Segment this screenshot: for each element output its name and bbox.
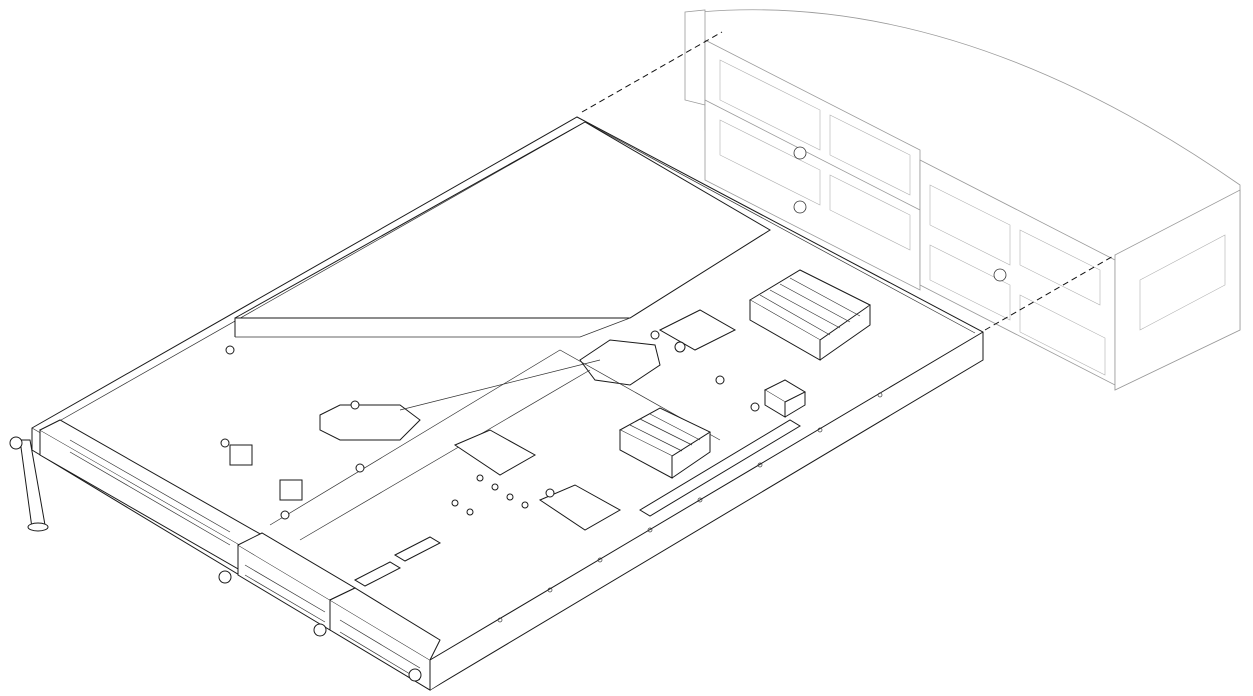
connector — [353, 561, 402, 587]
chassis — [684, 9, 1241, 391]
chassis-slots — [719, 59, 1106, 376]
memory-slot — [639, 419, 801, 517]
alignment-line — [581, 31, 723, 113]
alignment-line — [984, 254, 1116, 331]
screws — [220, 330, 760, 520]
heatsink-small — [763, 379, 807, 418]
connector — [453, 429, 537, 476]
chassis-thumbscrew — [993, 268, 1007, 282]
side-holes — [497, 392, 883, 623]
heatsink-medium — [618, 407, 712, 479]
standoffs — [229, 444, 303, 501]
thumbscrew[interactable] — [313, 623, 327, 637]
chassis-thumbscrew — [793, 146, 807, 160]
front-panel-port-module-2[interactable] — [329, 587, 441, 691]
connector — [538, 484, 622, 531]
ejector-lever-tip — [27, 522, 49, 532]
connector — [393, 536, 442, 562]
thumbscrew[interactable] — [408, 668, 422, 682]
module-tray[interactable] — [31, 116, 984, 691]
thumbscrew[interactable] — [9, 436, 23, 450]
chassis-thumbscrew — [793, 200, 807, 214]
front-panel-port-module-1[interactable] — [237, 532, 357, 631]
heatsink-large — [749, 269, 871, 361]
thumbscrew[interactable] — [218, 570, 232, 584]
